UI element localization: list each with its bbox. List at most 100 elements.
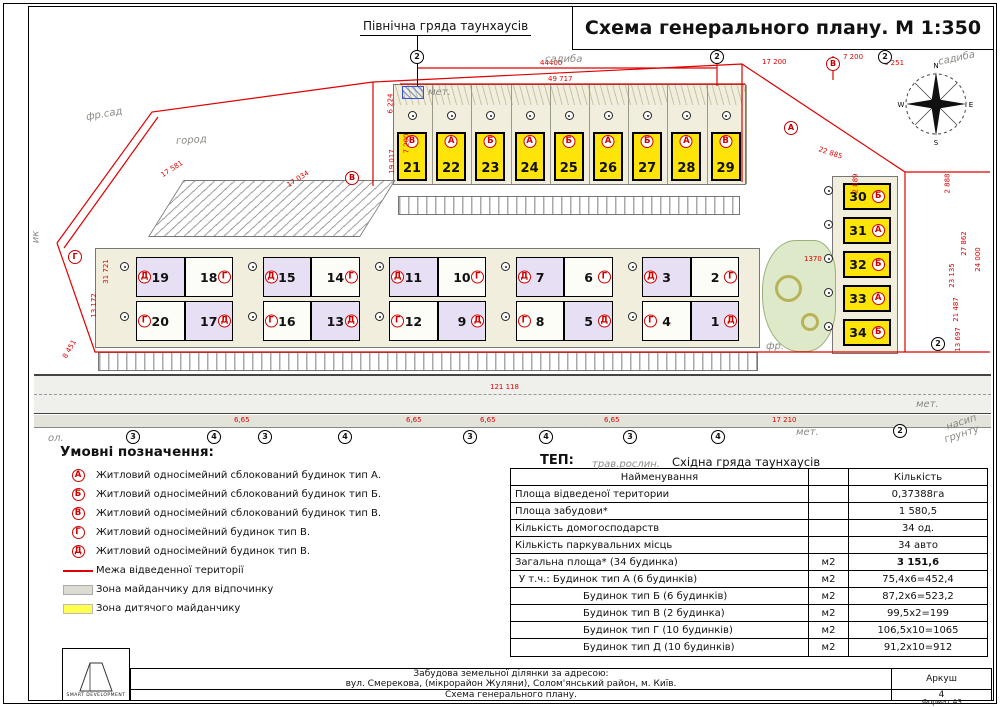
house-type-badge: Д [517,270,531,284]
compass-n-label: N [933,62,938,70]
dimension-label: 23 135 [947,263,956,288]
house-number: 29 [716,161,735,176]
dimension-label: 121 118 [490,383,519,391]
house-number: 2 [710,269,720,285]
site-label: ол. [48,433,64,444]
dimension-label: 6,65 [234,416,250,424]
dimension-label: 6 251 [884,59,905,67]
dimension-label: 44400 [540,59,563,67]
house-number: 6 [584,269,593,285]
tep-cell-value: 87,2х6=523,2 [849,588,987,605]
axis-marker: В [345,171,359,185]
tep-cell-name: Будинок тип Б (6 будинків) [511,588,809,605]
house-type-badge: А [71,469,85,482]
axis-marker: Г [68,250,82,264]
axis-marker: 3 [126,430,140,444]
house-type-badge: Д [597,314,611,328]
house-type-badge: А [679,135,693,148]
dimension-label: 49 717 [548,75,573,83]
house-number: 34 [849,325,867,340]
house: В 29 [710,132,741,181]
house-number: 10 [453,269,471,285]
legend-boundary-swatch [63,569,93,572]
house-type-badge: Г [71,526,85,539]
house-number: 18 [200,269,218,285]
house-number: 14 [326,269,345,285]
legend-label: Житловий односімейний сблокований будино… [96,508,382,519]
axis-marker: 4 [711,430,725,444]
tree-icon [682,111,692,120]
house-type-badge: Г [517,314,531,328]
house-number: 7 [535,269,545,285]
site-label: город [175,133,208,148]
tep-cell-name: Будинок тип Г (10 будинків) [511,622,809,639]
axis-marker: 2 [893,424,907,438]
site-label: трав.рослин. [592,459,660,470]
title-block: Забудова земельної ділянки за адресою: в… [130,668,992,701]
legend-title: Умовні позначення: [60,444,214,460]
tep-cell-unit [809,520,849,537]
legend-symbol: Б [60,488,96,501]
tep-cell-unit: м2 [809,554,849,571]
house-type-badge: А [444,135,458,148]
site-label: мет. [916,399,939,410]
axis-marker: 3 [258,430,272,444]
house-number: 24 [520,161,539,176]
dimension-label: 13 697 [953,327,962,352]
site-label: ик [30,230,42,244]
tree-icon [120,262,129,271]
house-type-badge: В [719,135,733,148]
tep-col-name: Найменування [511,469,809,486]
house-type-badge: Д [218,314,231,328]
logo-text: SMART DEVELOPMENT [66,693,126,698]
tep-cell-value: 106,5х10=1065 [849,622,987,639]
legend-label: Житловий односімейний будинок тип В. [96,527,311,538]
utility-area-icon [402,86,424,99]
tep-cell-name: Будинок тип В (2 будинка) [511,605,809,622]
house-type-badge: А [601,135,615,148]
tree-icon [248,262,257,271]
dimension-label: 13 172 [89,293,98,318]
compass-e-label: E [969,101,973,109]
dimension-label: 17 210 [772,416,797,424]
tep-cell-value: 1 580,5 [849,503,987,520]
legend-item: Межа відведенної території [60,561,405,580]
project-address: Забудова земельної ділянки за адресою: в… [131,669,891,689]
axis-marker: 3 [463,430,477,444]
house-number: 13 [326,313,345,329]
tree-icon [824,186,833,195]
tep-cell-unit: м2 [809,571,849,588]
tree-icon [248,312,257,321]
house-number: 8 [535,313,545,329]
house-type-badge: Б [562,135,576,148]
road-centerline [34,394,991,395]
tep-cell-value: 34 од. [849,520,987,537]
drawing-title: Схема генерального плану. М 1:350 [572,7,993,50]
axis-marker: 2 [710,50,724,64]
parking-area-top [398,196,740,215]
legend-label: Зона майданчику для відпочинку [96,584,274,595]
tree-icon [643,111,653,120]
